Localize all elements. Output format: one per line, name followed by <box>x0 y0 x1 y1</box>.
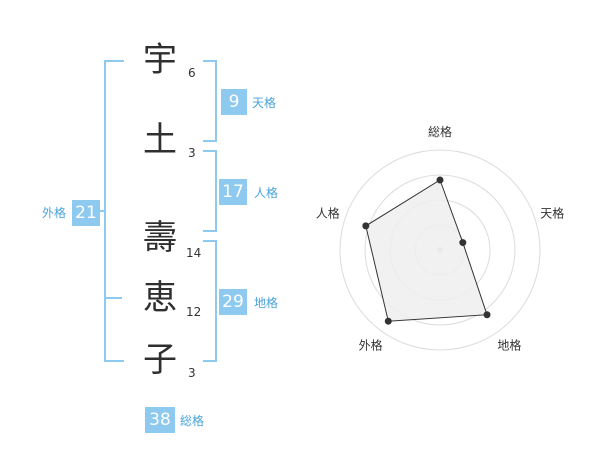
radar-polygon <box>365 179 488 322</box>
radar-ring-4 <box>339 149 541 351</box>
name-char-1: 宇 <box>143 40 177 80</box>
jinkaku-badge: 17 <box>219 179 247 205</box>
stroke-count-1: 6 <box>188 66 196 80</box>
chikaku-bracket <box>203 240 217 362</box>
radar-point-4 <box>384 317 392 325</box>
gaikaku-label: 外格 <box>42 206 67 220</box>
gaikaku-bracket-connector <box>98 210 106 212</box>
chikaku-badge: 29 <box>219 289 247 315</box>
radar-axis-label-4: 外格 <box>359 338 383 353</box>
name-char-4: 恵 <box>143 278 177 318</box>
gaikaku-bracket <box>104 60 124 362</box>
soukaku-label: 総格 <box>180 414 205 428</box>
tenkaku-label: 天格 <box>252 96 277 110</box>
jinkaku-bracket <box>203 150 217 232</box>
radar-point-5 <box>362 222 370 230</box>
radar-point-1 <box>436 176 444 184</box>
jinkaku-label: 人格 <box>254 186 279 200</box>
chikaku-label: 地格 <box>254 296 279 310</box>
gaikaku-badge: 21 <box>72 200 100 226</box>
gaikaku-bracket-split <box>106 297 122 299</box>
radar-axis-label-2: 天格 <box>540 206 564 221</box>
tenkaku-badge: 9 <box>221 89 247 115</box>
radar-axis-label-5: 人格 <box>316 206 340 221</box>
radar-ring-3 <box>364 174 516 326</box>
stroke-count-3: 14 <box>186 246 202 260</box>
tenkaku-bracket <box>203 60 217 142</box>
radar-axis-label-1: 総格 <box>428 124 452 139</box>
name-char-5: 子 <box>143 340 177 380</box>
stroke-count-2: 3 <box>188 146 196 160</box>
name-char-2: 土 <box>143 120 177 160</box>
stroke-count-4: 12 <box>186 305 202 319</box>
radar-point-2 <box>459 239 467 247</box>
radar-points <box>362 176 491 325</box>
stroke-count-5: 3 <box>188 366 196 380</box>
radar-polygon-group <box>365 179 488 322</box>
name-char-3: 壽 <box>143 218 177 258</box>
radar-point-3 <box>483 311 491 319</box>
radar-axis-label-3: 地格 <box>497 338 521 353</box>
soukaku-badge: 38 <box>145 407 175 433</box>
